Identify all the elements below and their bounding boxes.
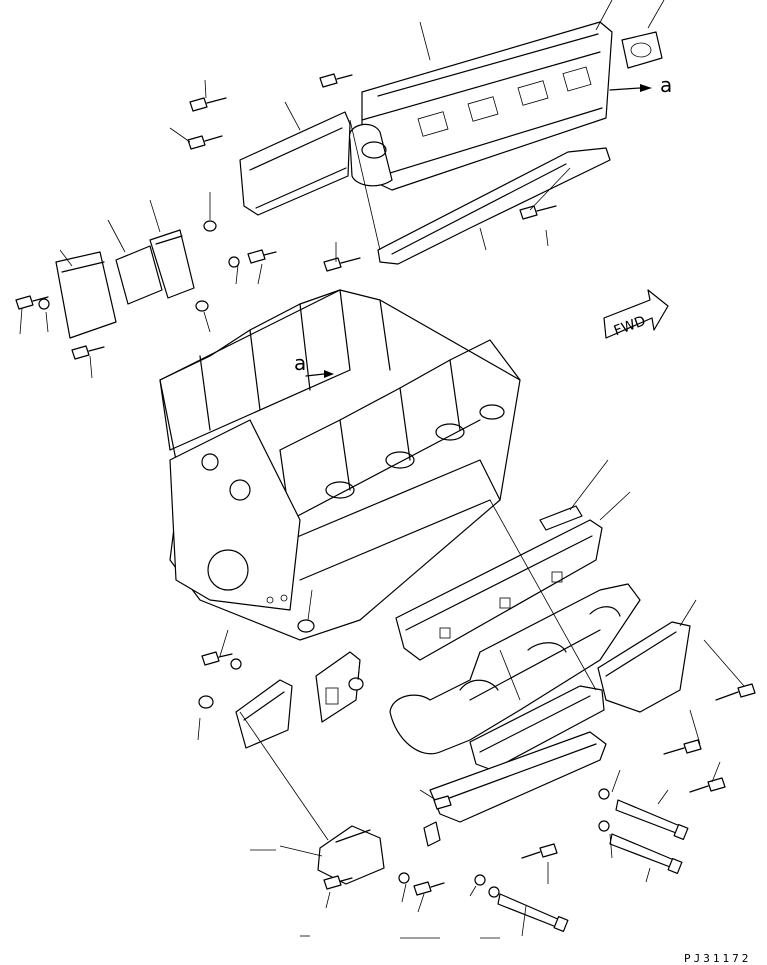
engine-block (159, 289, 521, 641)
drawing-code: PJ31172 (684, 952, 751, 965)
bolts-upper (15, 73, 557, 360)
view-arrow-engine: a (294, 351, 334, 378)
view-marker-label-engine: a (294, 351, 306, 375)
view-marker-label-upper: a (660, 73, 672, 97)
leader-lines-lower (197, 459, 745, 939)
view-arrow-upper: a (609, 73, 672, 97)
fwd-direction-arrow: FWD (603, 289, 669, 339)
leader-lines-upper (19, 0, 665, 379)
bolts-lower (198, 619, 756, 933)
upper-manifold-assembly (55, 21, 663, 339)
lower-manifold-assembly (235, 505, 691, 885)
